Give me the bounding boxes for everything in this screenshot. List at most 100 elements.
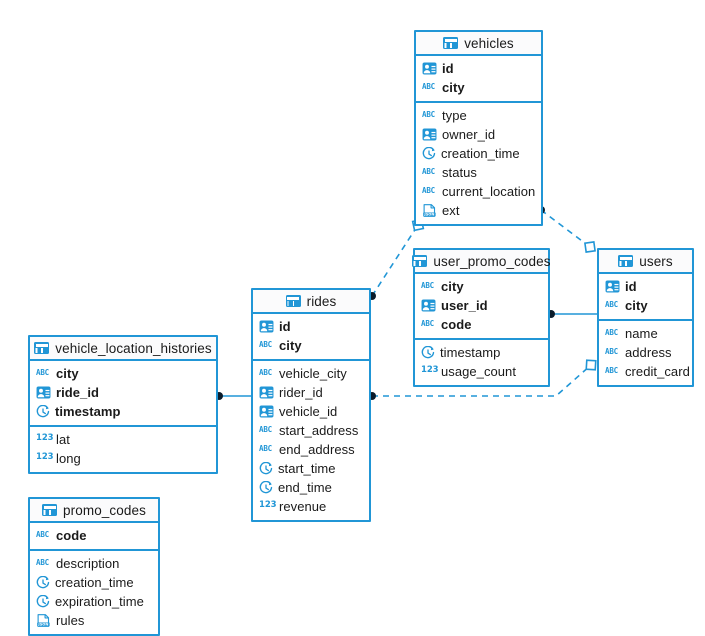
column-field[interactable]: creation_time [416,144,541,163]
field-label: id [442,61,454,76]
clock-icon [421,345,435,360]
column-field[interactable]: rider_id [253,383,369,402]
column-field[interactable]: ABC start_address [253,421,369,440]
abc-text-icon: ABC [259,425,272,434]
column-field[interactable]: timestamp [415,343,548,362]
field-label: creation_time [55,575,134,590]
field-label: long [56,451,81,466]
abc-text-icon: ABC [36,530,49,539]
primary-key-field[interactable]: id [253,317,369,336]
contact-card-icon [259,320,274,333]
abc-text-icon: ABC [421,319,434,328]
table-header-promo_codes[interactable]: promo_codes [30,499,158,523]
table-title: promo_codes [63,502,146,518]
field-label: type [442,108,467,123]
table-title: rides [306,293,337,309]
abc-text-icon: ABC [605,328,618,337]
field-label: timestamp [440,345,501,360]
field-label: end_address [279,442,355,457]
column-field[interactable]: creation_time [30,573,158,592]
field-label: user_id [441,298,488,313]
field-label: rules [56,613,85,628]
contact-card-icon [259,386,274,399]
column-field[interactable]: vehicle_id [253,402,369,421]
column-field[interactable]: ABC name [599,324,692,343]
column-field[interactable]: start_time [253,459,369,478]
table-header-users[interactable]: users [599,250,692,274]
abc-text-icon: ABC [421,281,434,290]
field-label: id [625,279,637,294]
column-field[interactable]: ABC credit_card [599,362,692,381]
primary-key-field[interactable]: ABC code [415,315,548,334]
table-header-vehicle_location_histories[interactable]: vehicle_location_histories [30,337,216,361]
relationship-endpoint-square [584,241,596,253]
field-label: id [279,319,291,334]
contact-card-icon [421,299,436,312]
column-field[interactable]: JSON rules [30,611,158,630]
field-label: name [625,326,658,341]
table-grid-icon [618,255,634,267]
clock-icon [259,461,273,476]
field-label: lat [56,432,70,447]
primary-key-field[interactable]: user_id [415,296,548,315]
primary-key-field[interactable]: ride_id [30,383,216,402]
table-title: users [639,253,673,269]
field-label: owner_id [442,127,496,142]
svg-text:JSON: JSON [37,623,48,627]
column-field[interactable]: end_time [253,478,369,497]
clock-icon [259,480,273,495]
table-header-user_promo_codes[interactable]: user_promo_codes [412,250,550,274]
field-label: vehicle_id [279,404,338,419]
abc-text-icon: ABC [605,366,618,375]
column-field[interactable]: expiration_time [30,592,158,611]
contact-card-icon [259,405,274,418]
field-label: end_time [278,480,332,495]
primary-key-field[interactable]: id [599,277,692,296]
table-grid-icon [285,295,301,307]
primary-key-field[interactable]: id [416,59,541,78]
table-header-rides[interactable]: rides [253,290,369,314]
column-field[interactable]: owner_id [416,125,541,144]
relationship-line [540,209,591,248]
field-label: start_time [278,461,336,476]
field-label: start_address [279,423,359,438]
table-header-vehicles[interactable]: vehicles [416,32,541,56]
clock-icon [422,146,436,161]
field-label: code [441,317,472,332]
field-label: ext [442,203,460,218]
field-label: credit_card [625,364,690,379]
primary-key-field[interactable]: timestamp [30,402,216,421]
